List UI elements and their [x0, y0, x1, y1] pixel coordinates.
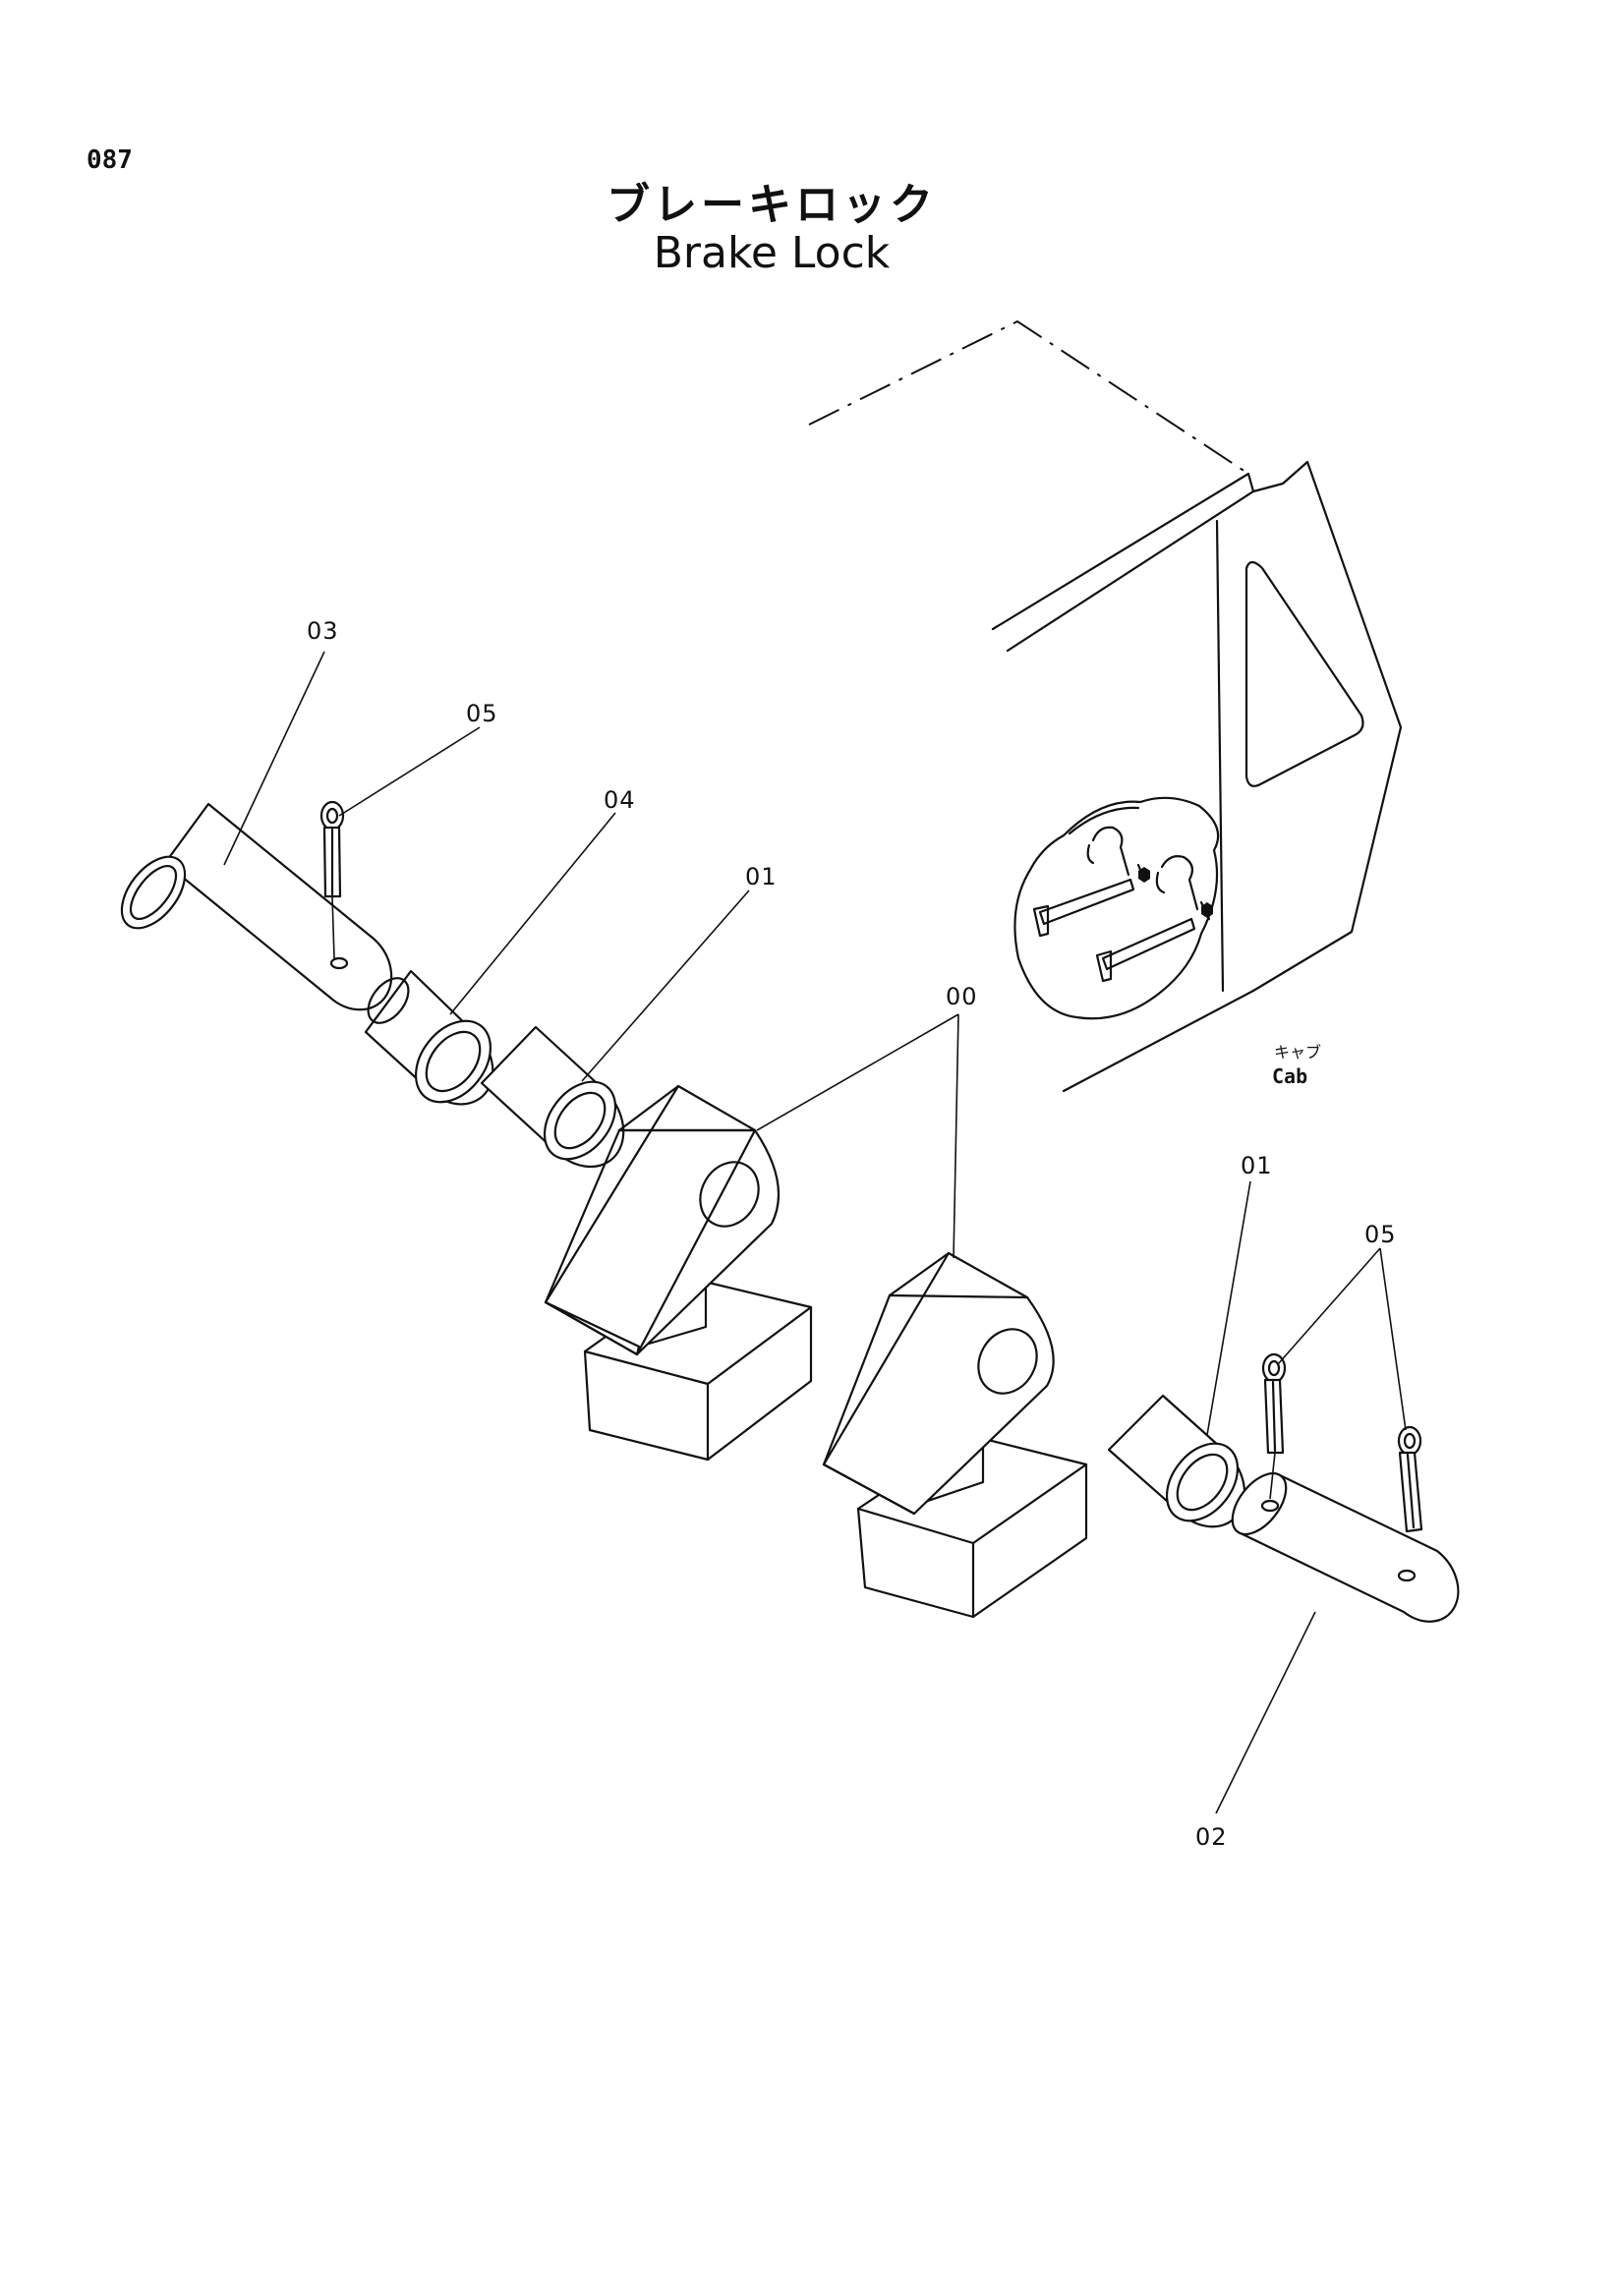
part-05-cotter-pin-right-a: [1261, 1352, 1287, 1455]
title-english: Brake Lock: [653, 228, 891, 278]
page-number: 087: [87, 145, 133, 175]
callout-03: 03: [307, 617, 339, 645]
cab-outline: [808, 319, 1403, 1093]
part-02-pin: [1231, 1471, 1460, 1623]
part-00-bracket-left: [544, 1084, 813, 1462]
callout-05-right: 05: [1364, 1221, 1397, 1248]
callout-01-top: 01: [745, 863, 778, 890]
callout-02: 02: [1195, 1823, 1228, 1851]
part-00-bracket-right: [822, 1251, 1088, 1619]
callout-00: 00: [946, 983, 978, 1010]
part-01-bushing-right: [1107, 1394, 1246, 1528]
part-03-pin: [120, 802, 393, 1011]
detail-inset: [1013, 796, 1220, 1020]
part-05-cotter-pin-top: [319, 800, 345, 898]
callout-05-top: 05: [466, 700, 498, 727]
part-04-bushing: [364, 969, 494, 1106]
cab-label-japanese: キャブ: [1274, 1043, 1321, 1062]
leader-lines: [223, 651, 1407, 1814]
part-05-cotter-pin-right-b: [1397, 1425, 1423, 1533]
callout-04: 04: [604, 786, 636, 814]
cab-label-english: Cab: [1272, 1064, 1307, 1088]
title-japanese: ブレーキロック: [607, 180, 937, 230]
part-01-bushing-top: [480, 1025, 625, 1169]
callout-01-right: 01: [1241, 1152, 1273, 1179]
